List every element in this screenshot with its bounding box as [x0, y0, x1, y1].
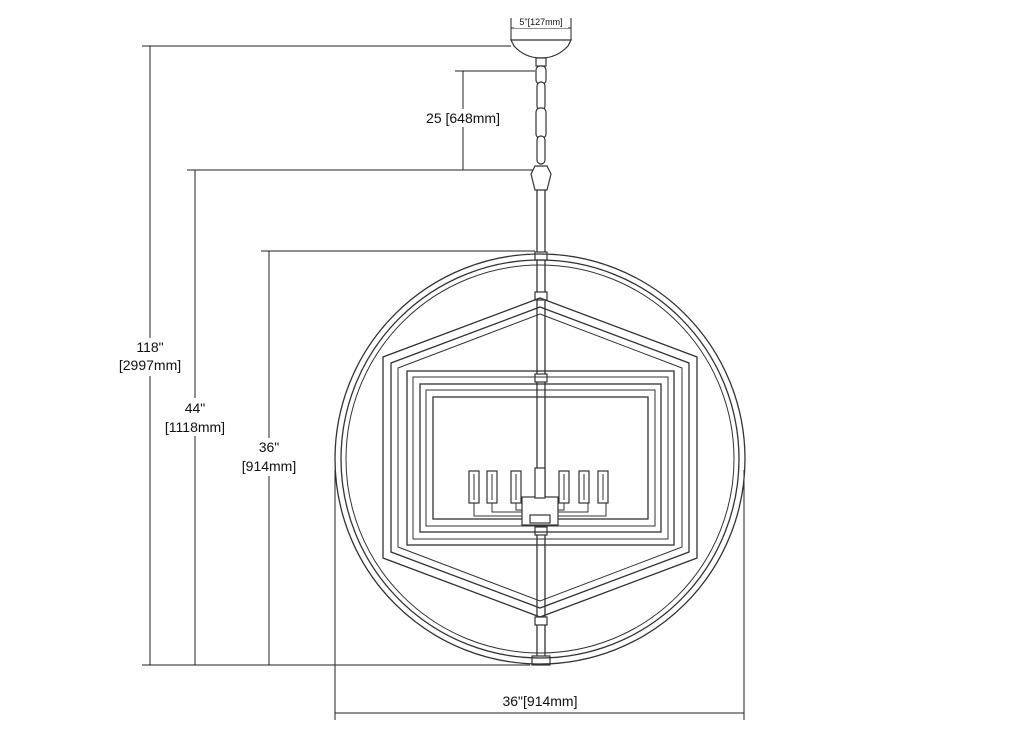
- fixture-height-metric-label: [1118mm]: [165, 419, 225, 435]
- center-stem: [531, 190, 551, 666]
- overall-height-metric-label: [2997mm]: [119, 357, 181, 373]
- hexagon-frame: [382, 297, 698, 618]
- body-height-imperial-label: 36": [259, 439, 280, 455]
- canopy: [510, 39, 572, 67]
- body-width-label: 36"[914mm]: [502, 693, 577, 709]
- candle-cluster: [468, 467, 609, 526]
- chain: [530, 65, 552, 191]
- chain-length-label: 25 [648mm]: [426, 110, 500, 126]
- overall-height-imperial-label: 118": [136, 339, 163, 355]
- outer-ring: [334, 253, 746, 665]
- body-height-metric-label: [914mm]: [242, 458, 296, 474]
- canopy-width-label: 5"[127mm]: [519, 17, 562, 27]
- rectangle-frames: [406, 370, 675, 546]
- fixture-height-imperial-label: 44": [185, 400, 206, 416]
